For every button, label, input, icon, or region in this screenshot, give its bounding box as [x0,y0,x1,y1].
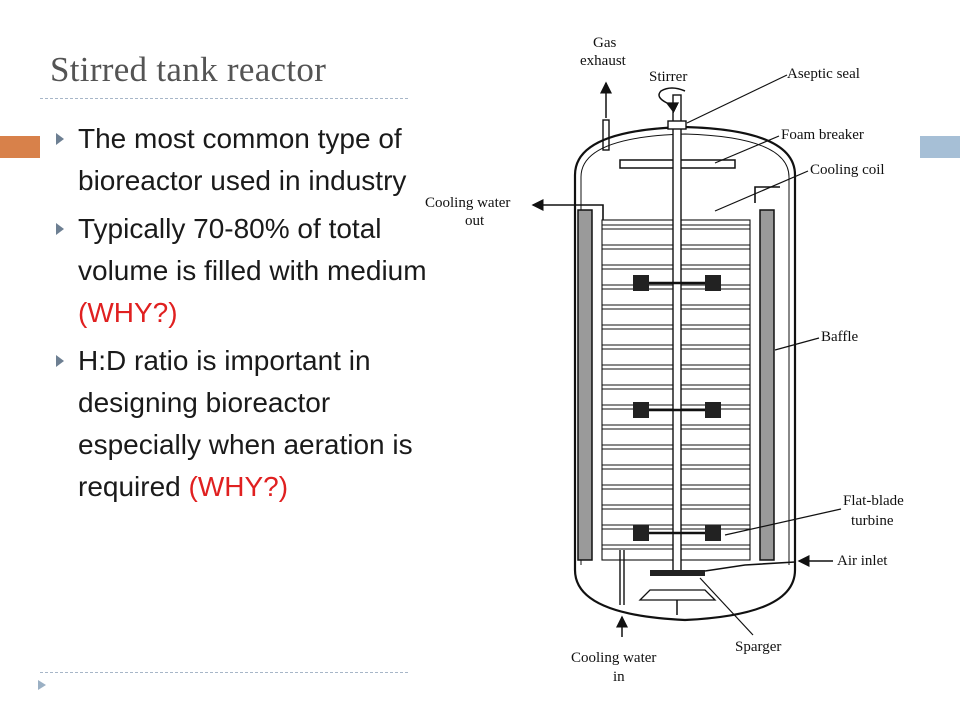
bullet-text: H:D ratio is important in designing bior… [78,345,413,502]
label-cooling-water-out: Cooling water [425,195,510,211]
title-divider [40,98,408,99]
stirrer-rotation-arrow-icon [658,87,686,114]
aseptic-seal [667,120,687,130]
label-cooling-water-in: Cooling water [571,650,656,666]
bullet-arrow-icon [56,133,64,145]
bullet-arrow-icon [56,355,64,367]
baffle-right [759,209,775,561]
impeller-middle [633,402,721,418]
label-cooling-water-out-line2: out [465,213,485,229]
impeller-bottom [633,525,721,541]
gas-exhaust-pipe [600,81,612,151]
label-flat-blade-turbine: Flat-blade [843,493,904,509]
bottom-bearing [638,589,717,601]
footer-divider [40,672,408,673]
slide-title: Stirred tank reactor [50,50,327,89]
coil-bracket-right [754,186,780,203]
label-air-inlet: Air inlet [837,553,888,569]
label-flat-blade-turbine-line2: turbine [851,513,894,529]
air-inlet-pipe [704,561,796,572]
bullet-item: Typically 70-80% of total volume is fill… [48,208,428,334]
left-accent-bar [0,136,40,158]
coil-bracket-left [565,204,604,220]
bullet-item: H:D ratio is important in designing bior… [48,340,428,508]
vessel-wall [573,125,797,622]
bullet-text: Typically 70-80% of total volume is fill… [78,213,427,286]
label-gas-exhaust: Gas [593,35,616,51]
bullet-list: The most common type of bioreactor used … [48,118,428,514]
label-cooling-water-in-line2: in [613,669,625,685]
bullet-arrow-icon [56,223,64,235]
impeller-top [633,275,721,291]
baffle-left [577,209,593,561]
stirrer-shaft [672,94,682,574]
bullet-text: The most common type of bioreactor used … [78,123,407,196]
bullet-item: The most common type of bioreactor used … [48,118,428,202]
bullet-highlight: (WHY?) [188,471,289,502]
label-gas-exhaust-line2: exhaust [580,53,627,69]
right-accent-bar [920,136,960,158]
vessel-inner-wall [580,133,790,565]
label-stirrer: Stirrer [649,69,687,85]
label-baffle: Baffle [821,329,859,345]
label-cooling-coil: Cooling coil [810,162,885,178]
bullet-highlight: (WHY?) [78,297,178,328]
cooling-water-in-pipe [616,550,628,637]
corner-arrow-icon [38,680,46,690]
label-aseptic-seal: Aseptic seal [787,66,860,82]
label-foam-breaker: Foam breaker [781,127,864,143]
sparger [650,570,705,576]
reactor-diagram: Gas exhaust Stirrer Aseptic seal Foam br… [425,35,904,685]
label-sparger: Sparger [735,639,781,655]
